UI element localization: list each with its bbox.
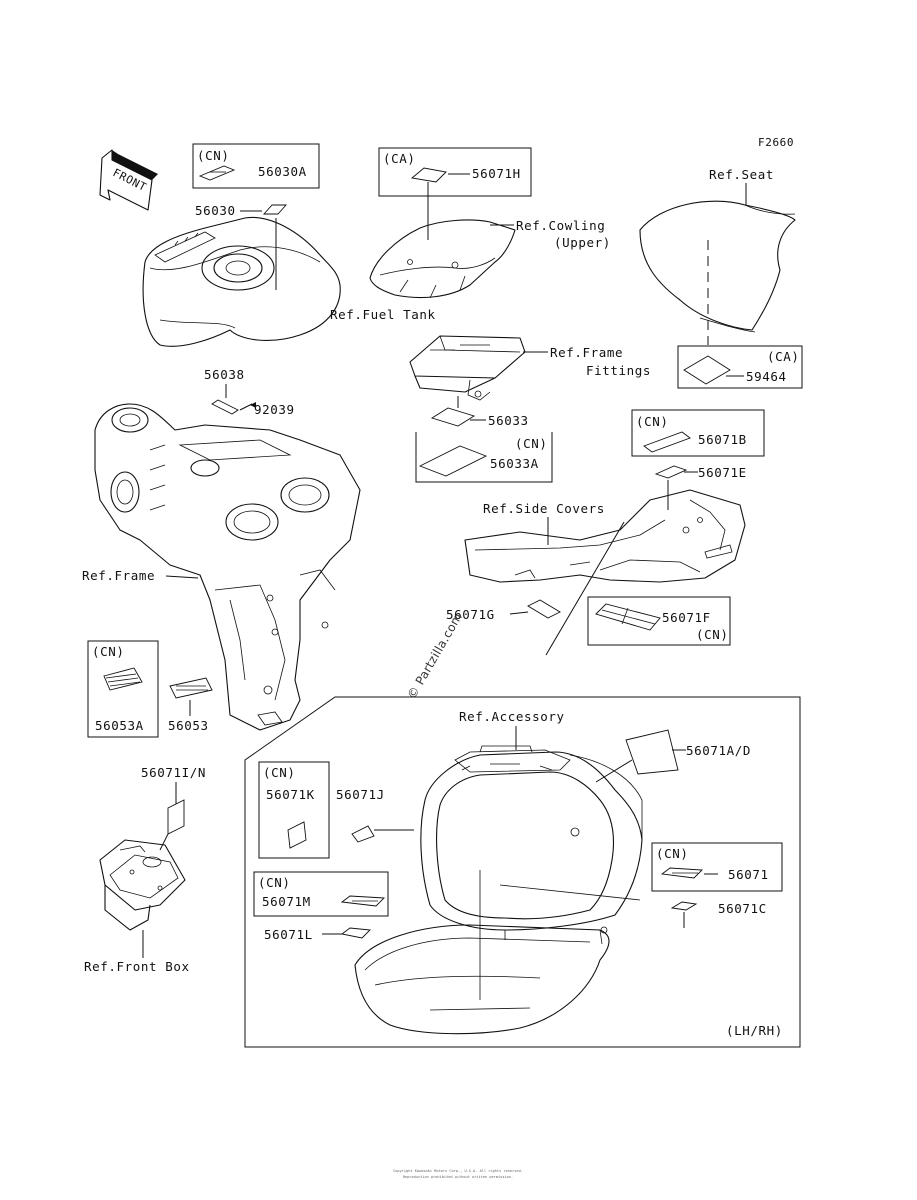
cowling-upper-illustration — [369, 219, 516, 299]
region-code: (CA) — [767, 349, 800, 364]
part-56053: 56053 — [168, 718, 209, 733]
front-arrow-icon: FRONT — [99, 149, 158, 211]
part-56071G: 56071G — [446, 607, 495, 622]
label-box-59464: (CA) 59464 — [677, 345, 803, 389]
decal-icon — [410, 167, 447, 183]
part-number: 56071H — [472, 166, 521, 181]
part-number: 56071 — [728, 867, 769, 882]
side-covers-illustration — [464, 489, 746, 583]
decal-icon — [654, 465, 688, 479]
part-number: 56030A — [258, 164, 307, 179]
region-code: (CN) — [515, 436, 548, 451]
label-box-56071F: 56071F (CN) — [587, 596, 731, 646]
seat-illustration — [639, 200, 796, 345]
label-box-56033A: (CN) 56033A — [415, 432, 553, 483]
ref-lh-rh: (LH/RH) — [726, 1023, 783, 1038]
decal-icon — [683, 355, 731, 385]
fuel-tank-illustration — [142, 216, 341, 347]
copyright-line-1: Copyright Kawasaki Motors Corp., U.S.A. … — [393, 1169, 523, 1173]
decal-icon — [418, 445, 488, 477]
decal-icon — [527, 599, 561, 619]
label-box-56071M: (CN) 56071M — [253, 871, 389, 917]
label-box-56030A: (CN) 56030A — [192, 143, 320, 189]
region-code: (CN) — [258, 875, 291, 890]
region-code: (CN) — [92, 644, 125, 659]
part-92039: 92039 — [254, 402, 295, 417]
decal-icon — [169, 677, 213, 699]
part-56071L: 56071L — [264, 927, 313, 942]
watermark: © Partzilla.com — [404, 610, 465, 701]
front-box-illustration — [99, 839, 186, 931]
part-number: 56071K — [266, 787, 315, 802]
ref-fuel-tank: Ref.Fuel Tank — [330, 307, 436, 322]
part-number: 56071F — [662, 610, 711, 625]
ref-frame: Ref.Frame — [82, 568, 155, 583]
decal-icon — [262, 204, 288, 215]
decal-icon — [287, 821, 307, 849]
decal-icon — [430, 407, 476, 427]
part-number: 56071M — [262, 894, 311, 909]
part-56038: 56038 — [204, 367, 245, 382]
decal-icon — [351, 825, 375, 843]
decal-icon — [670, 901, 698, 911]
region-code: (CN) — [197, 148, 230, 163]
decal-icon — [103, 667, 143, 691]
part-number: 59464 — [746, 369, 787, 384]
region-code: (CN) — [263, 765, 296, 780]
accessory-group-frame — [244, 696, 801, 1048]
ref-frame-fittings-2: Fittings — [586, 363, 651, 378]
part-56071IN: 56071I/N — [141, 765, 206, 780]
decal-icon — [198, 165, 236, 181]
ref-front-box: Ref.Front Box — [84, 959, 190, 974]
label-box-56053A: (CN) 56053A — [87, 640, 159, 738]
region-code: (CN) — [636, 414, 669, 429]
part-56071E: 56071E — [698, 465, 747, 480]
region-code: (CN) — [656, 846, 689, 861]
part-number: 56053A — [95, 718, 144, 733]
copyright-line-2: Reproduction prohibited without written … — [403, 1175, 513, 1179]
ref-seat: Ref.Seat — [709, 167, 774, 182]
label-box-56071: (CN) 56071 — [651, 842, 783, 892]
label-box-56071B: (CN) 56071B — [631, 409, 765, 457]
ref-accessory: Ref.Accessory — [459, 709, 565, 724]
ref-cowling: Ref.Cowling — [516, 218, 605, 233]
part-56030: 56030 — [195, 203, 236, 218]
ref-cowling-upper: (Upper) — [554, 235, 611, 250]
ref-side-covers: Ref.Side Covers — [483, 501, 605, 516]
decal-icon — [211, 399, 239, 415]
decal-icon — [643, 431, 691, 453]
part-number: 56033A — [490, 456, 539, 471]
part-56071AD: 56071A/D — [686, 743, 751, 758]
part-56071C: 56071C — [718, 901, 767, 916]
frame-illustration — [94, 403, 361, 731]
frame-fittings-illustration — [409, 335, 526, 401]
decal-icon — [167, 799, 185, 835]
region-code: (CN) — [696, 627, 729, 642]
decal-icon — [625, 729, 679, 775]
label-box-56071H: (CA) 56071H — [378, 147, 532, 197]
ref-frame-fittings: Ref.Frame — [550, 345, 623, 360]
part-number: 56071B — [698, 432, 747, 447]
decal-icon — [340, 927, 371, 939]
accessory-case-illustration — [354, 745, 643, 1035]
part-56033: 56033 — [488, 413, 529, 428]
label-box-56071K: (CN) 56071K — [258, 761, 330, 859]
region-code: (CA) — [383, 151, 416, 166]
figure-code: F2660 — [758, 136, 794, 149]
part-56071J: 56071J — [336, 787, 385, 802]
